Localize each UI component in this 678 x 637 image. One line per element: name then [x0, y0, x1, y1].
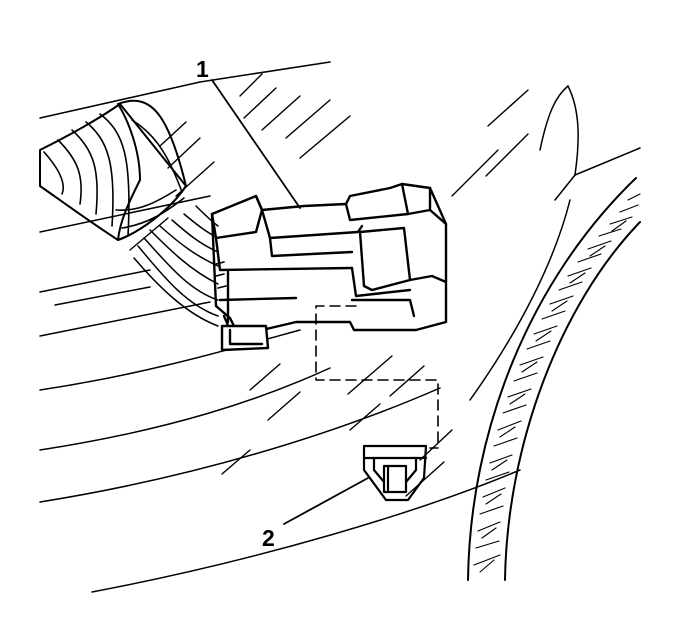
callout-2: 2 [262, 525, 275, 551]
retainer-clip [362, 444, 428, 502]
panel-surface-lines [39, 61, 641, 593]
harness-wires [133, 205, 219, 327]
callout-1: 1 [196, 56, 209, 82]
leader-lines [211, 79, 369, 525]
installation-path-dashed [315, 305, 439, 449]
wiring-harness [39, 99, 219, 327]
carpet-edge [467, 177, 641, 581]
leader-line-1 [211, 79, 301, 209]
leader-line-2 [283, 477, 369, 525]
electrical-connector [210, 182, 448, 352]
